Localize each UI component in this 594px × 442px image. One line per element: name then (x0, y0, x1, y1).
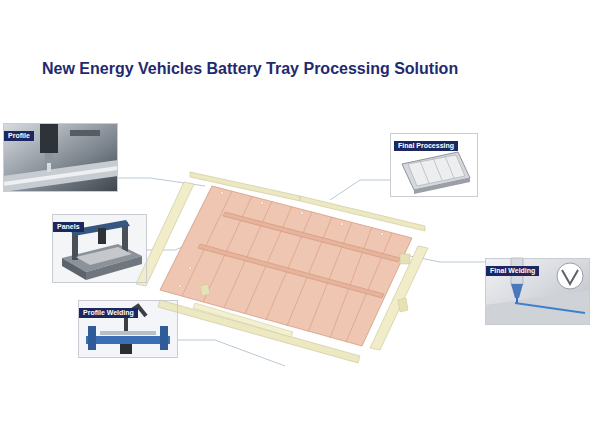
process-panel: Final Processing (390, 133, 478, 197)
process-panel: Profile Welding (78, 300, 178, 358)
panel-heading: Panels (53, 222, 84, 232)
process-panel: Profile (3, 123, 118, 192)
panel-heading: Final Processing (394, 141, 458, 151)
panel-heading: Final Welding (486, 266, 539, 276)
panel-heading: Profile (4, 131, 34, 141)
process-panel: Panels (52, 214, 147, 283)
final-welding-torch (485, 258, 590, 325)
title: New Energy Vehicles Battery Tray Process… (42, 60, 458, 78)
battery-tray (136, 172, 428, 363)
panel-heading: Profile Welding (79, 308, 138, 318)
panels-machine (52, 214, 147, 283)
process-panel: Final Welding (485, 258, 590, 325)
profile-photo (3, 123, 118, 192)
final-processing-tray (390, 133, 478, 197)
